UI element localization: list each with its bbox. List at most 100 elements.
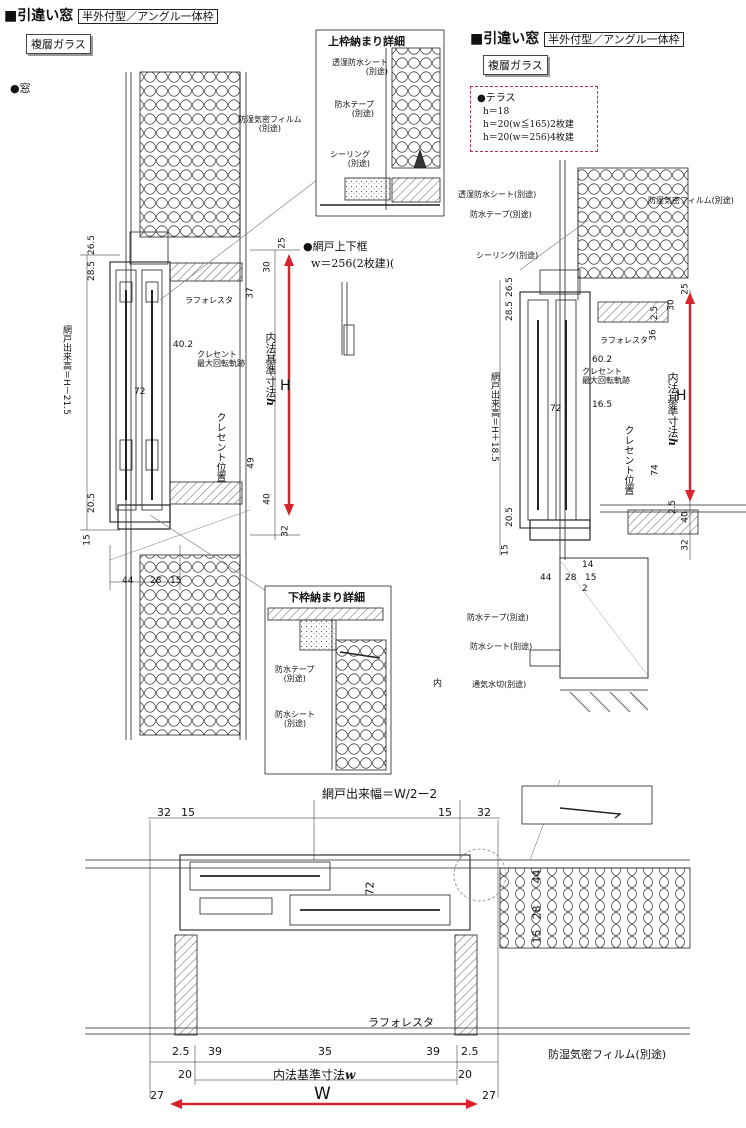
top-detail-l3b: (別途): [347, 159, 370, 169]
dim-right-30: 30: [666, 299, 677, 311]
terrace-title: ●テラス: [477, 93, 516, 104]
plan-dim-44: 44: [530, 869, 544, 884]
terrace-box: ●テラス h＝18 h＝20(w≦165)2枚建 h＝20(w＝256)4枚建: [470, 86, 598, 152]
right-title-text: ■引違い窓: [470, 31, 540, 47]
plan-dim-39-right: 39: [426, 1045, 440, 1058]
plan-dim-32-left: 32: [157, 806, 171, 819]
dim-right-20-5: 20.5: [505, 506, 516, 528]
plan-inner-w: w: [345, 1068, 356, 1082]
bottom-detail-l2b: (別途): [283, 719, 307, 729]
dim-left-40: 40: [262, 493, 273, 505]
top-detail-label-1: 透湿防水シート (別途): [318, 58, 388, 76]
plan-dim-15: 15: [530, 929, 544, 944]
left-inner-std-text: 内法基準寸法: [264, 332, 277, 398]
dim-left-44: 44: [122, 576, 134, 586]
dim-right-28-5: 28.5: [505, 300, 516, 322]
left-H-label: H: [280, 378, 291, 394]
right-inner-h: h: [666, 438, 679, 446]
dim-left-49: 49: [246, 457, 257, 469]
right-crescent-a: クレセント: [582, 367, 622, 376]
right-crescent-b: 最大回転軌跡: [582, 376, 630, 386]
dim-right-16-5: 16.5: [592, 400, 613, 410]
bottom-detail-drawing: [264, 585, 392, 775]
left-crescent-b: 最大回転軌跡: [197, 359, 245, 369]
left-moisture-film-note: (別途): [258, 124, 281, 134]
right-vent-cut: 通気水切(別途): [472, 680, 527, 689]
top-detail-l2a: 防水テープ: [334, 100, 374, 109]
top-detail-label-2: 防水テープ (別途): [318, 100, 374, 118]
dim-right-28: 28: [565, 573, 577, 583]
dim-left-32: 32: [280, 525, 291, 537]
dim-right-72: 72: [550, 404, 562, 414]
right-inner-std-label: 内法基準寸法h: [664, 372, 680, 446]
dim-right-25: 25: [680, 283, 691, 295]
right-waterproof-sheet: 防水シート(別途): [470, 642, 533, 651]
terrace-line-3: h＝20(w＝256)4枚建: [483, 133, 574, 143]
right-inner-std-text: 内法基準寸法: [666, 372, 679, 438]
top-detail-l2b: (別途): [351, 109, 374, 119]
right-crescent-position: クレセント位置: [622, 425, 633, 495]
plan-dim-15-right: 15: [438, 806, 452, 819]
plan-dim-20-right: 20: [458, 1068, 472, 1081]
right-lafore-label: ラフォレスタ: [600, 336, 648, 345]
right-waterproof-tape-2: 防水テープ(別途): [467, 613, 529, 622]
right-type-tag: 半外付型／アングル一体枠: [544, 32, 684, 47]
dim-right-60-2: 60.2: [592, 355, 613, 365]
bottom-detail-l1a: 防水テープ: [275, 665, 315, 674]
bottom-detail-label-2: 防水シート (別途): [275, 710, 315, 728]
plan-dim-28: 28: [530, 905, 544, 920]
dim-right-44: 44: [540, 573, 552, 583]
right-sealing: シーリング(別途): [476, 251, 539, 260]
plan-inner-std-text: 内法基準寸法: [273, 1068, 346, 1082]
plan-dim-32-right: 32: [477, 806, 491, 819]
bottom-detail-label-1: 防水テープ (別途): [275, 665, 315, 683]
right-breathable-sheet: 透湿防水シート(別途): [458, 190, 537, 199]
top-detail-drawing: [315, 29, 445, 217]
left-title: ■引違い窓 半外付型／アングル一体枠: [4, 5, 218, 25]
dim-right-26-5: 26.5: [505, 276, 516, 298]
dim-left-40-2: 40.2: [173, 340, 194, 350]
dim-right-32: 32: [680, 539, 691, 551]
plan-dim-15-left: 15: [181, 806, 195, 819]
right-H-label: H: [676, 388, 687, 404]
terrace-line-2: h＝20(w≦165)2枚建: [483, 120, 574, 130]
left-inner-h: h: [264, 398, 277, 406]
dim-right-36: 36: [648, 329, 659, 341]
plan-dim-39-left: 39: [208, 1045, 222, 1058]
right-glass-badge: 複層ガラス: [483, 55, 548, 75]
bottom-detail-title: 下枠納まり詳細: [288, 591, 365, 604]
screen-frame-width: w＝256(2枚建)(: [311, 257, 395, 270]
right-waterproof-tape: 防水テープ(別途): [470, 210, 532, 219]
left-inner-std-label: 内法基準寸法h: [262, 332, 278, 406]
dim-right-2-5: 2.5: [650, 305, 661, 321]
dim-left-25: 25: [277, 237, 288, 249]
left-lafore-label: ラフォレスタ: [185, 296, 233, 305]
plan-dim-35: 35: [318, 1045, 332, 1058]
dim-left-28-5: 28.5: [87, 260, 98, 282]
top-detail-l1b: (別途): [365, 67, 388, 77]
top-detail-l1a: 透湿防水シート: [332, 58, 388, 67]
dim-left-28: 28: [150, 576, 162, 586]
dim-right-2: 2: [582, 584, 588, 594]
plan-lafore-label: ラフォレスタ: [368, 1016, 434, 1029]
screen-frame-title: ●網戸上下框: [303, 240, 368, 253]
dim-right-40: 40: [680, 511, 691, 523]
interior-mark: 内: [433, 679, 443, 689]
plan-screen-width: 網戸出来幅＝W/2ー2: [322, 787, 438, 801]
left-type-tag: 半外付型／アングル一体枠: [78, 9, 218, 24]
left-crescent-a: クレセント: [197, 350, 237, 359]
right-moisture-film: 防湿気密フィルム(別途): [648, 196, 734, 205]
plan-dim-72: 72: [363, 881, 377, 896]
bottom-detail-l1b: (別途): [283, 674, 306, 684]
dim-right-74: 74: [650, 464, 661, 476]
right-screen-height: 網戸出来高＝H＋18.5: [489, 372, 499, 462]
left-moisture-film-text: 防湿気密フィルム: [238, 115, 302, 124]
dim-right-2-5b: 2.5: [668, 499, 679, 515]
right-crescent-label: クレセント 最大回転軌跡: [582, 367, 630, 385]
dim-left-15: 15: [82, 534, 93, 546]
right-title: ■引違い窓 半外付型／アングル一体枠: [470, 28, 684, 48]
plan-drawing: [85, 779, 691, 1098]
left-crescent-label: クレセント 最大回転軌跡: [197, 350, 245, 368]
plan-dim-27-left: 27: [150, 1089, 164, 1102]
